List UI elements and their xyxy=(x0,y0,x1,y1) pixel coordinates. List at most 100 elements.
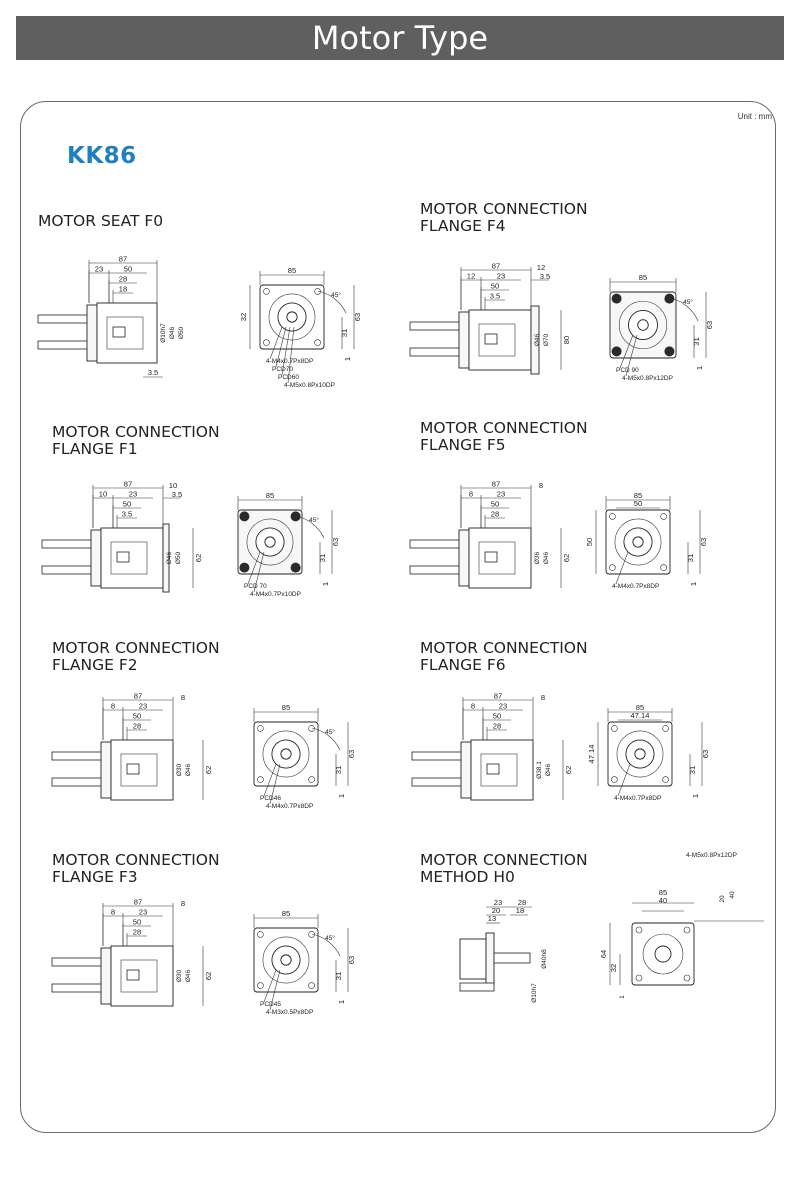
offset-label: 20 xyxy=(719,895,726,903)
coupling-outline xyxy=(478,323,516,357)
rail xyxy=(409,347,466,357)
bolt-hole xyxy=(664,293,675,304)
dimension-label: 8 xyxy=(539,481,543,490)
height-label: 63 xyxy=(353,313,362,321)
shaft-key xyxy=(484,333,498,345)
section-title-f0: MOTOR SEAT F0 xyxy=(38,212,164,230)
height-label: 62 xyxy=(194,554,203,562)
shaft-circle xyxy=(637,319,649,331)
half-height-label: 31 xyxy=(334,766,343,774)
pcd-circle xyxy=(614,518,662,566)
height-label: 63 xyxy=(705,321,714,329)
motor-body xyxy=(459,938,487,980)
diameter-label: Ø46 xyxy=(185,763,192,776)
dimension-label: 18 xyxy=(119,285,127,294)
angle-label: 45° xyxy=(309,516,319,524)
dimension-label: 85 xyxy=(659,888,667,897)
shaft-key xyxy=(116,551,130,563)
dimension-label: 23 xyxy=(139,702,147,711)
pcd-circle xyxy=(642,933,684,975)
dimension-label: 87 xyxy=(124,480,132,489)
diameter-label: Ø46 xyxy=(185,969,192,982)
dimension-label: 50 xyxy=(133,918,141,927)
motor-body xyxy=(96,302,158,364)
dimension-label: 23 xyxy=(499,702,507,711)
flange-block xyxy=(100,741,112,799)
diameter-label: Ø46 xyxy=(534,333,541,346)
height-label: 63 xyxy=(699,538,708,546)
model-name: KK86 xyxy=(67,143,137,169)
angle-label: 45° xyxy=(331,291,341,299)
flange-block xyxy=(458,311,470,369)
rail xyxy=(411,751,468,761)
callout-label: 4-M3x0.5Px8DP xyxy=(266,1009,313,1016)
bolt-hole xyxy=(308,776,315,783)
offset-label: 1 xyxy=(619,995,626,999)
diameter-label: Ø46 xyxy=(545,763,552,776)
bolt-hole xyxy=(611,346,622,357)
dimension-label: 28 xyxy=(518,898,526,907)
offset-label: 1 xyxy=(691,794,700,798)
dimension-label: 50 xyxy=(123,500,131,509)
dimension-label: 8 xyxy=(181,899,185,908)
bolt-hole xyxy=(257,776,264,783)
rail xyxy=(51,777,108,787)
callout-label: PCD46 xyxy=(260,795,281,802)
angle-arc xyxy=(311,933,341,957)
motor-body xyxy=(110,945,174,1007)
offset-label: 1 xyxy=(695,366,704,370)
height-label: 62 xyxy=(564,766,573,774)
half-height-label: 31 xyxy=(318,554,327,562)
dimension-label: 12 xyxy=(537,263,545,272)
dimension-label: 87 xyxy=(134,898,142,907)
dimension-line xyxy=(269,326,283,360)
half-height-label: 32 xyxy=(609,964,618,972)
coupling-outline xyxy=(478,541,516,575)
width-label: 47.14 xyxy=(587,744,596,763)
diameter-label: Ø70 xyxy=(543,333,550,346)
dimension-label: 8 xyxy=(541,693,545,702)
shaft-circle xyxy=(264,536,276,548)
offset-label: 1 xyxy=(689,582,698,586)
half-height-label: 31 xyxy=(334,972,343,980)
rail xyxy=(37,340,94,350)
shaft-circle xyxy=(280,748,292,760)
angle-label: 45° xyxy=(325,934,335,942)
height-label: 64 xyxy=(599,950,608,958)
shaft-circle xyxy=(280,954,292,966)
offset-label: 40 xyxy=(729,891,736,899)
bolt-hole xyxy=(635,974,643,982)
half-height-label: 31 xyxy=(686,554,695,562)
dimension-label: 50 xyxy=(634,499,642,508)
offset-label: 1 xyxy=(337,794,346,798)
dimension-label: 87 xyxy=(119,255,127,264)
dimension-label: 23 xyxy=(139,908,147,917)
coupling-outline xyxy=(120,959,158,993)
dimension-label: 3.5 xyxy=(148,368,159,377)
coupling-outline xyxy=(106,316,144,350)
height-label: 63 xyxy=(331,538,340,546)
bolt-hole xyxy=(239,562,250,573)
dimension-label: 3.5 xyxy=(540,272,551,281)
dimension-line xyxy=(263,763,277,797)
dimension-label: 87 xyxy=(492,262,500,271)
flange-block xyxy=(460,741,472,799)
pcd-circle xyxy=(616,730,664,778)
bolt-hole xyxy=(257,931,264,938)
dimension-label: 3.5 xyxy=(122,510,133,519)
rail xyxy=(411,777,468,787)
dimension-label: 18 xyxy=(516,906,524,915)
dimension-label: 8 xyxy=(111,908,115,917)
flange-block xyxy=(100,947,112,1005)
